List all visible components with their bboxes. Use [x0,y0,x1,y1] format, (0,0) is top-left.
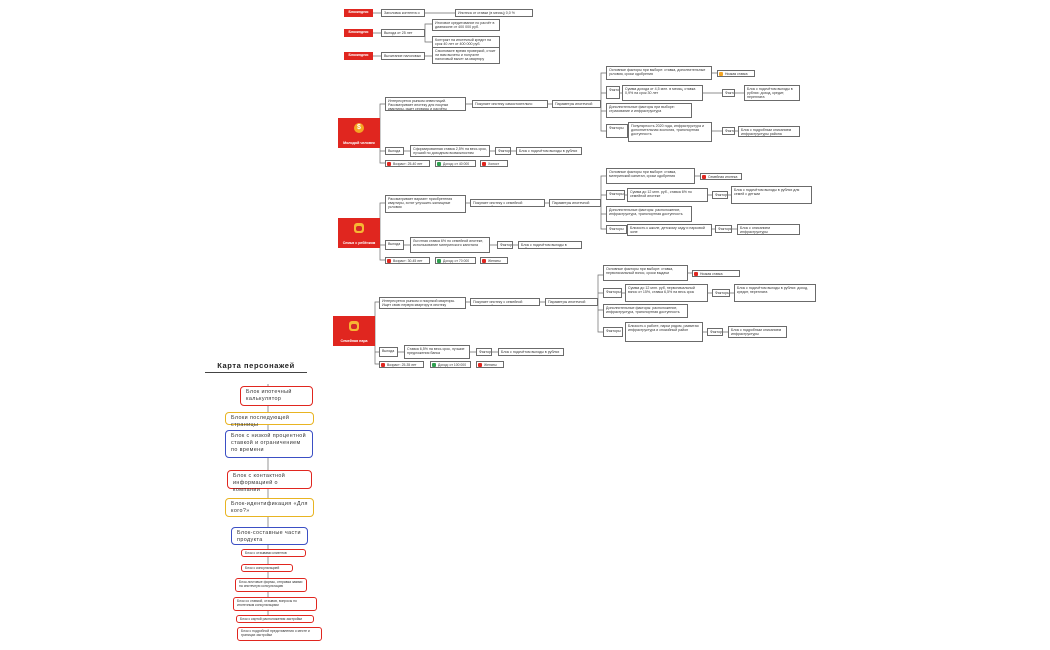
criteria-node: Параметры ипотечной выдачи [552,100,601,108]
legend-subitem: Блок с подробной представления о месте и… [237,627,322,641]
chip-family: Холост [480,160,508,167]
legend-subitem: Блок с отзывами клиентов [241,549,306,557]
legend-subitem: Блок-почтовые формы, отправка заявки на … [235,578,307,592]
result-chip: Низкая ставка [717,70,755,77]
factor-label: Факторы [603,288,622,298]
legend-item: Блок с низкой процентной ставкой и огран… [225,430,313,458]
factor-label: Факторы [603,327,623,337]
top-node: Итоговое кредитование по расчёт в диапаз… [432,19,500,31]
factor-label: Факторы [722,127,735,135]
factor-label: Факторы [606,86,620,99]
factor-label: Факторы [712,289,730,297]
factor-label: Факторы [707,328,723,336]
block-tag: Блокиндекс [344,9,373,17]
result-node: Блок с подробным описанием инфраструктур… [728,326,787,338]
legend-subitem: Блок с консультацией [241,564,293,572]
persona-couple[interactable]: Семейная пара [333,316,375,346]
persona-intro: Интересуется рынком и покупкой квартиры.… [379,297,466,309]
top-node: Вычитание налоговых вычетов [381,52,425,60]
benefit-node: Ставка 6,5% на весь срок, лучшие предлож… [404,345,470,359]
factor-extra: Дополнительные факторы при выборе: страх… [606,103,692,118]
persona-intro: Интересуется рынком инвестиций. Рассматр… [385,97,466,111]
chip-age: Возраст: 30-45 лет [385,257,430,264]
persona-young-man[interactable]: $ Молодой человек [338,118,380,148]
factor-main: Основные факторы при выборе: ставка, мат… [606,168,695,184]
result-node: Блок с описанием инфраструктуры [737,224,800,235]
legend-subitem: Блок с картой расположения застройки [236,615,314,623]
top-node: Сэкономьте время проверкой, стоит ли вам… [432,47,500,64]
block-tag: Блокиндекс [344,29,373,37]
block-tag: Блокиндекс [344,52,373,60]
factor-label: Факторы [712,191,728,199]
legend-subitem: Блок со ставкой, отзывов, вопросы по ипо… [233,597,317,611]
result-node: Блок с подсчётом выгоды в рублях [498,348,564,356]
legend-item: Блоки последующей страницы [225,412,314,428]
factor-money: Сумма до 12 млн. руб., ставка 6% по семе… [627,188,708,202]
factor-label: Факторы [715,225,732,233]
factor-pros: Популярность 2020 года, инфраструктура и… [628,122,712,142]
result-node: Блок с подсчётом выгоды в рублях [516,147,582,155]
persona-want: Покупает ипотеку с семейной программой [470,298,540,306]
top-node: Заголовок контента о недвижимости [381,9,425,17]
coin-icon: $ [352,122,366,135]
factor-label: Факторы [606,225,627,234]
couple-icon [347,320,361,333]
result-node: Блок с подсчётом выгоды в рублях для сем… [731,186,812,204]
benefit-label: Выгода [385,147,404,155]
chip-age: Возраст: 25-35 лет [379,361,424,368]
persona-family[interactable]: Семья с ребёнком [338,218,380,248]
factor-label: Факторы [606,124,628,138]
result-chip: Семейная ипотека [700,173,742,180]
top-node: Ипотека от ставки (в месяц) 0,0 % [455,9,533,17]
factor-extra: Дополнительные факторы: расположение, ин… [603,304,688,318]
factor-main: Основные факторы при выборе: ставка, пер… [603,265,688,281]
factor-pros: Близость к школе, детскому саду и парков… [627,224,712,236]
benefit-node: Льготная ставка 6% по семейной ипотеке, … [410,237,490,253]
chip-family: Женаты [476,361,504,368]
top-node: Выгода от 25 лет расчёт [381,29,425,37]
factor-label: Факторы [497,241,513,249]
legend-item: Блок с контактной информацией о компании [227,470,312,493]
chip-income: Доход: от 40 000 [435,160,476,167]
persona-label: Семейная пара [340,339,368,343]
factor-money: Сумма дохода от 4,5 млн. в месяц, ставка… [622,85,703,101]
factor-money: Сумма до 12 млн. руб, первоначальный взн… [625,284,708,302]
factor-pros: Близость к работе, парки рядом, развитая… [625,322,703,342]
benefit-label: Выгода [379,347,398,357]
benefit-node: Сформированная ставка 2,5% на весь срок,… [410,145,490,157]
legend-title: Карта персонажей [205,361,307,373]
legend-item: Блок ипотечный калькулятор [240,386,313,406]
factor-main: Основные факторы при выборе: ставка, доп… [606,66,712,80]
result-chip: Низкая ставка [692,270,740,277]
persona-label: Молодой человек [343,141,375,145]
result-node: Блок с подсчётом выгоды в рублях: доход,… [744,85,800,101]
persona-want: Покупает ипотеку с семейной программой [470,199,545,207]
persona-want: Покупает ипотеку самостоятельно [472,100,548,108]
persona-label: Семья с ребёнком [342,241,376,245]
persona-intro: Рассматривает вариант приобретения кварт… [385,195,466,213]
chip-income: Доход: от 100 000 [430,361,471,368]
family-icon [352,222,366,235]
legend-item: Блок-составные части продукта [231,527,308,545]
criteria-node: Параметры ипотечной выдачи [549,199,601,207]
result-node: Блок с подробным описанием инфраструктур… [738,126,800,137]
criteria-node: Параметры ипотечной выдачи [545,298,598,306]
result-node: Блок с подсчётом выгоды в рублях: доход,… [734,284,816,302]
benefit-label: Выгода [385,240,404,250]
chip-family: Женаты [480,257,508,264]
factor-label: Факторы [495,147,511,155]
chip-income: Доход: от 70 000 [435,257,476,264]
legend-item: Блок-идентификация «Для кого?» [225,498,314,517]
factor-label: Факторы [606,190,625,200]
factor-extra: Дополнительные факторы: расположение, ин… [606,206,692,222]
result-node: Блок с подсчётом выгоды в рублях [518,241,582,249]
factor-label: Факторы [722,89,735,97]
factor-label: Факторы [476,348,492,356]
chip-age: Возраст: 25-40 лет [385,160,430,167]
